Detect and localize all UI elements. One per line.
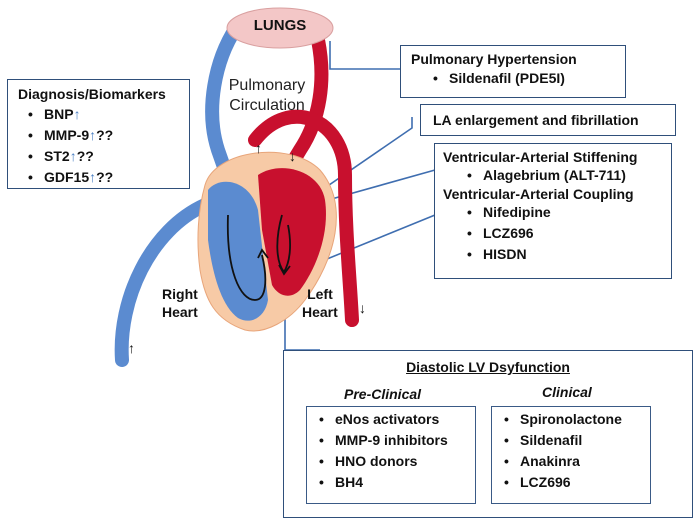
pulmonary-hypertension-title: Pulmonary Hypertension <box>411 51 577 67</box>
biomarker-item: BNP↑ <box>26 104 189 125</box>
up-arrow-icon: ↑ <box>89 127 97 143</box>
ventricular-box: Ventricular-Arterial Stiffening Alagebri… <box>434 143 672 279</box>
down-arrow-icon: ↓ <box>289 148 296 164</box>
pulmonary-hypertension-list: Sildenafil (PDE5I) <box>431 68 625 89</box>
therapy-item: Sildenafil <box>502 430 650 451</box>
therapy-item: LCZ696 <box>502 472 650 493</box>
stiffening-title: Ventricular-Arterial Stiffening <box>443 149 638 165</box>
right-heart-label: Right Heart <box>162 285 198 321</box>
up-arrow-icon: ↑ <box>255 140 262 156</box>
biomarker-item: ST2↑?? <box>26 146 189 167</box>
pulmonary-circulation-line1: Pulmonary <box>228 77 306 94</box>
up-arrow-icon-venous: ↑ <box>128 340 135 356</box>
up-arrow-icon: ↑ <box>89 169 97 185</box>
clinical-box: Spironolactone Sildenafil Anakinra LCZ69… <box>491 406 651 504</box>
biomarker-item: MMP-9↑?? <box>26 125 189 146</box>
therapy-item: Anakinra <box>502 451 650 472</box>
lungs-label: LUNGS <box>253 17 307 34</box>
biomarker-label: MMP-9 <box>44 127 90 143</box>
lungs-shape <box>226 7 334 49</box>
pulmonary-circulation-line2: Circulation <box>229 97 305 114</box>
biomarker-label: GDF15 <box>44 169 90 185</box>
aorta <box>248 109 359 327</box>
pulmonary-circulation-label: Pulmonary Circulation <box>222 76 312 116</box>
therapy-item: Alagebrium (ALT-711) <box>465 165 671 186</box>
biomarker-label: ST2 <box>44 148 70 164</box>
therapy-item: Spironolactone <box>502 409 650 430</box>
up-arrow-icon: ↑ <box>69 148 77 164</box>
preclinical-box: eNos activators MMP-9 inhibitors HNO don… <box>306 406 476 504</box>
la-enlargement-label: LA enlargement and fibrillation <box>433 112 639 128</box>
diastolic-box: Diastolic LV Dsyfunction Pre-Clinical Cl… <box>283 350 693 518</box>
diagnosis-title: Diagnosis/Biomarkers <box>18 86 166 102</box>
left-heart-label: Left Heart <box>302 285 338 321</box>
therapy-item: Nifedipine <box>465 202 671 223</box>
pulmonary-artery <box>205 21 243 197</box>
therapy-item: Sildenafil (PDE5I) <box>431 68 625 89</box>
down-arrow-icon-aortic: ↓ <box>359 300 366 316</box>
biomarker-suffix: ?? <box>76 148 94 164</box>
biomarker-item: GDF15↑?? <box>26 167 189 188</box>
therapy-item: HISDN <box>465 244 671 265</box>
coupling-title: Ventricular-Arterial Coupling <box>443 186 634 202</box>
diagnosis-box: Diagnosis/Biomarkers BNP↑ MMP-9↑?? ST2↑?… <box>7 79 190 189</box>
left-flow-arrow <box>276 214 291 274</box>
therapy-item: HNO donors <box>317 451 475 472</box>
connector-pulmonary-hypertension <box>329 41 400 70</box>
up-arrow-icon: ↑ <box>73 106 81 122</box>
pulmonary-vein <box>278 33 329 182</box>
diagnosis-list: BNP↑ MMP-9↑?? ST2↑?? GDF15↑?? <box>26 104 189 188</box>
right-heart-line1: Right <box>162 286 198 302</box>
therapy-item: BH4 <box>317 472 475 493</box>
right-flow-arrow <box>226 214 267 301</box>
clinical-list: Spironolactone Sildenafil Anakinra LCZ69… <box>502 409 650 493</box>
stiffening-list: Alagebrium (ALT-711) <box>465 165 671 186</box>
therapy-item: eNos activators <box>317 409 475 430</box>
therapy-item: MMP-9 inhibitors <box>317 430 475 451</box>
right-ventricle <box>208 181 268 321</box>
biomarker-suffix: ?? <box>96 169 114 185</box>
clinical-title: Clinical <box>542 384 592 400</box>
preclinical-list: eNos activators MMP-9 inhibitors HNO don… <box>317 409 475 493</box>
biomarker-label: BNP <box>44 106 74 122</box>
vena-cava <box>114 198 212 367</box>
left-ventricle <box>258 168 326 296</box>
diastolic-title: Diastolic LV Dsyfunction <box>406 359 570 375</box>
connector-la-enlargement <box>299 117 413 206</box>
left-heart-line2: Heart <box>302 304 338 320</box>
left-heart-line1: Left <box>307 286 333 302</box>
la-enlargement-box: LA enlargement and fibrillation <box>420 104 676 136</box>
right-heart-line2: Heart <box>162 304 198 320</box>
therapy-item: LCZ696 <box>465 223 671 244</box>
preclinical-title: Pre-Clinical <box>344 386 422 402</box>
pulmonary-hypertension-box: Pulmonary Hypertension Sildenafil (PDE5I… <box>400 45 626 98</box>
biomarker-suffix: ?? <box>96 127 114 143</box>
coupling-list: Nifedipine LCZ696 HISDN <box>465 202 671 265</box>
